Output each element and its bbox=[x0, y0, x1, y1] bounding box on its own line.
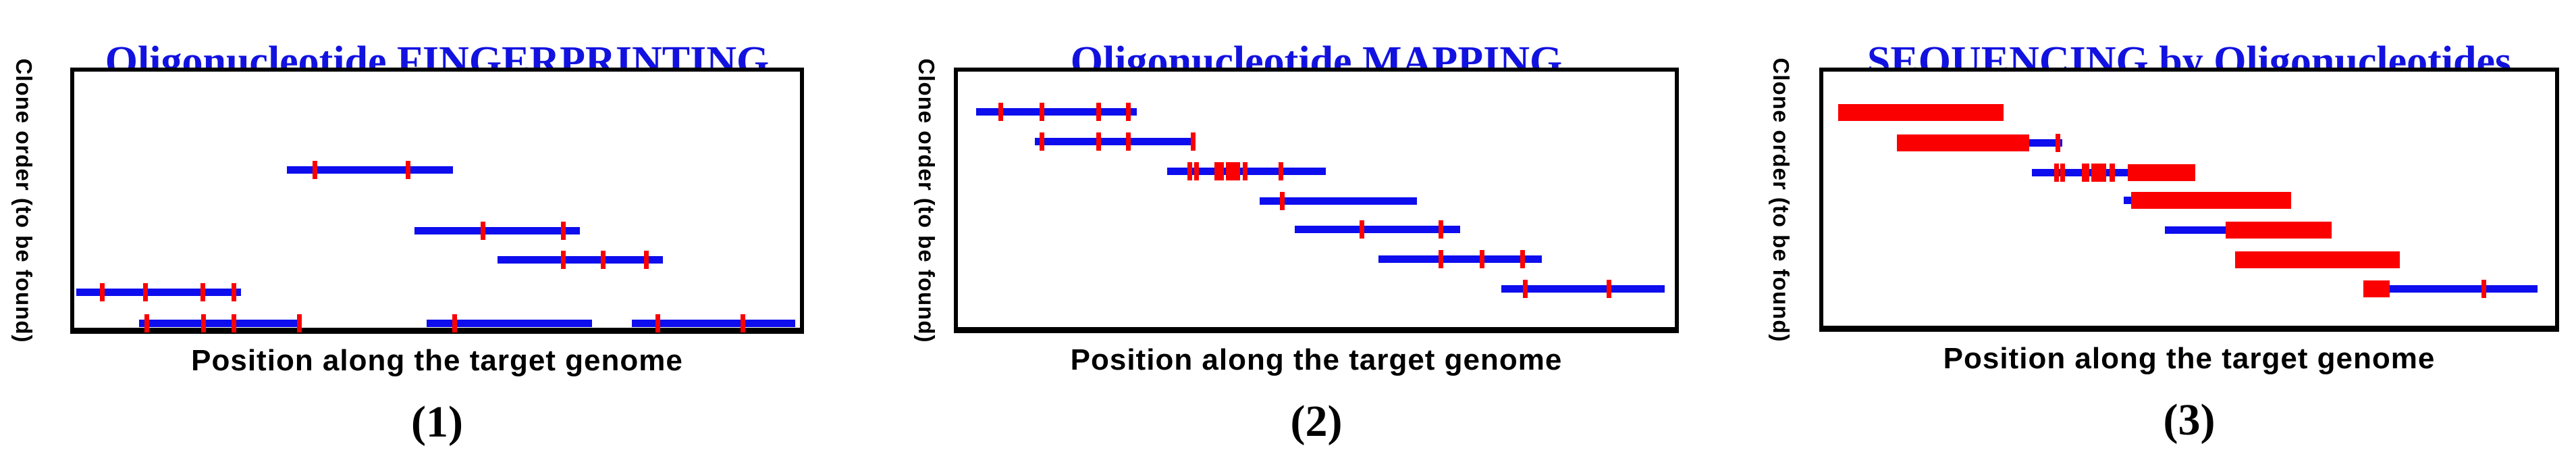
figure-root: Oligonucleotide FINGERPRINTING Clone ord… bbox=[11, 39, 2559, 447]
oligo-tick bbox=[144, 314, 149, 332]
clone-segment-blue bbox=[976, 108, 1137, 116]
oligo-tick bbox=[1126, 103, 1131, 121]
oligo-tick bbox=[2054, 164, 2059, 182]
clone-segment-blue bbox=[2032, 169, 2128, 176]
oligo-tick bbox=[200, 283, 205, 301]
oligo-tick bbox=[143, 283, 148, 301]
oligo-tick bbox=[655, 314, 660, 332]
clone-segment-red bbox=[2128, 164, 2195, 181]
oligo-tick bbox=[1226, 162, 1240, 180]
oligo-tick bbox=[998, 103, 1003, 121]
oligo-tick bbox=[644, 251, 649, 269]
oligo-tick bbox=[452, 314, 457, 332]
clone-segment-red bbox=[2226, 222, 2332, 239]
y-axis-label: Clone order (to be found) bbox=[1769, 57, 1794, 342]
oligo-tick bbox=[1040, 132, 1044, 151]
clone-segment-blue bbox=[632, 320, 795, 327]
oligo-tick bbox=[1040, 103, 1044, 121]
x-axis-label: Position along the target genome bbox=[1943, 342, 2436, 375]
clone-segment-blue bbox=[1501, 285, 1665, 293]
clone-segment-red bbox=[2131, 192, 2291, 209]
oligo-tick bbox=[1096, 132, 1101, 151]
oligo-tick bbox=[1243, 162, 1247, 180]
oligo-tick bbox=[232, 283, 236, 301]
oligo-tick bbox=[1194, 162, 1199, 180]
oligo-tick bbox=[2082, 164, 2089, 182]
clone-segment-blue bbox=[2165, 226, 2226, 234]
oligo-tick bbox=[1279, 162, 1283, 180]
oligo-tick bbox=[1280, 192, 1285, 210]
clone-segment-red bbox=[2363, 280, 2390, 297]
clone-segment-blue bbox=[498, 256, 663, 264]
oligo-tick bbox=[1096, 103, 1101, 121]
oligo-tick bbox=[1607, 280, 1611, 298]
clone-segment-blue bbox=[427, 320, 592, 327]
oligo-tick bbox=[1480, 250, 1484, 268]
clone-segment-red bbox=[1897, 134, 2029, 151]
oligo-tick bbox=[2110, 164, 2115, 182]
oligo-tick bbox=[1520, 250, 1525, 268]
x-axis-label: Position along the target genome bbox=[1070, 343, 1563, 376]
oligo-tick bbox=[100, 283, 105, 301]
clone-segment-blue bbox=[2390, 285, 2538, 293]
oligo-tick bbox=[561, 222, 566, 240]
panel-number: (2) bbox=[1290, 397, 1343, 446]
clone-segment-blue bbox=[2029, 139, 2062, 147]
oligo-tick bbox=[313, 161, 317, 179]
oligo-tick bbox=[561, 251, 566, 269]
oligo-tick bbox=[297, 314, 302, 332]
oligo-tick bbox=[2056, 134, 2060, 152]
oligo-tick bbox=[481, 222, 485, 240]
clone-segment-blue bbox=[1295, 226, 1460, 233]
oligo-tick bbox=[406, 161, 410, 179]
oligo-tick bbox=[232, 314, 236, 332]
oligo-tick bbox=[601, 251, 606, 269]
oligo-tick bbox=[1126, 132, 1131, 151]
oligo-tick bbox=[741, 314, 745, 332]
oligo-tick bbox=[1191, 132, 1196, 151]
clone-segment-blue bbox=[1035, 138, 1196, 145]
oligo-tick bbox=[1439, 220, 1443, 239]
clone-segment-blue bbox=[1260, 197, 1417, 205]
oligo-tick bbox=[1187, 162, 1192, 180]
clone-segment-red bbox=[2235, 251, 2400, 268]
x-axis-label: Position along the target genome bbox=[191, 344, 683, 377]
oligo-tick bbox=[201, 314, 206, 332]
oligo-tick bbox=[2481, 280, 2486, 298]
y-axis-label: Clone order (to be found) bbox=[914, 58, 939, 343]
clone-segment-blue bbox=[414, 227, 580, 234]
clone-segment-blue bbox=[2124, 197, 2131, 204]
clone-segment-blue bbox=[139, 320, 301, 327]
y-axis-label: Clone order (to be found) bbox=[11, 58, 36, 343]
panel-number: (1) bbox=[411, 397, 463, 447]
clone-segment-blue bbox=[76, 289, 241, 296]
clone-segment-red bbox=[1838, 104, 2004, 121]
clone-segment-blue bbox=[1378, 255, 1542, 263]
oligo-tick bbox=[1523, 280, 1528, 298]
oligo-tick bbox=[1439, 250, 1443, 268]
oligo-tick bbox=[1214, 162, 1224, 180]
oligo-tick bbox=[2060, 164, 2065, 182]
oligo-tick bbox=[1360, 220, 1364, 239]
panel-number: (3) bbox=[2163, 395, 2216, 445]
oligo-tick bbox=[2091, 164, 2106, 182]
clone-segment-blue bbox=[287, 166, 453, 174]
